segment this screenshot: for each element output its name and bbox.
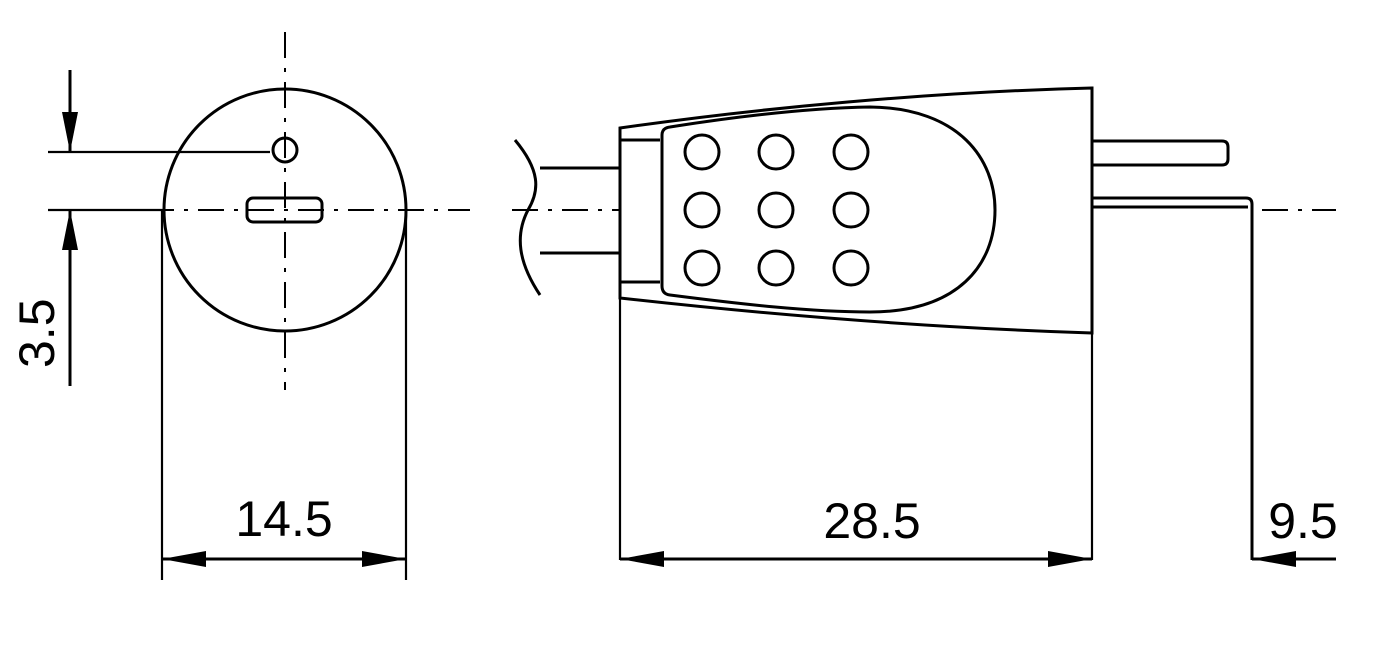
pin-length-arrow <box>1252 551 1296 567</box>
front-view: 3.5 14.5 <box>9 32 470 580</box>
pin-length-label: 9.5 <box>1268 493 1338 549</box>
lower-pin <box>1092 196 1254 560</box>
contact-hole <box>757 249 795 287</box>
contact-face <box>660 105 997 314</box>
cable-break-left <box>513 139 542 296</box>
contact-hole <box>832 191 870 229</box>
contact-hole <box>757 133 795 171</box>
front-key-slot <box>245 196 324 224</box>
upper-pin <box>1092 139 1230 167</box>
contact-hole <box>832 249 870 287</box>
front-width-arrow-right <box>362 551 406 567</box>
front-offset-label: 3.5 <box>9 298 65 368</box>
contact-hole <box>683 191 721 229</box>
offset-arrow-down <box>62 112 78 152</box>
side-view: 28.5 9.5 <box>512 86 1338 567</box>
side-length-label: 28.5 <box>823 493 920 549</box>
contact-hole <box>757 191 795 229</box>
contact-hole <box>683 249 721 287</box>
side-length-arrow-left <box>620 551 664 567</box>
front-width-label: 14.5 <box>235 491 332 547</box>
contact-hole <box>683 133 721 171</box>
offset-arrow-up <box>62 210 78 250</box>
side-length-arrow-right <box>1048 551 1092 567</box>
front-pin-hole <box>271 136 299 164</box>
front-width-arrow-left <box>162 551 206 567</box>
contact-hole <box>832 133 870 171</box>
